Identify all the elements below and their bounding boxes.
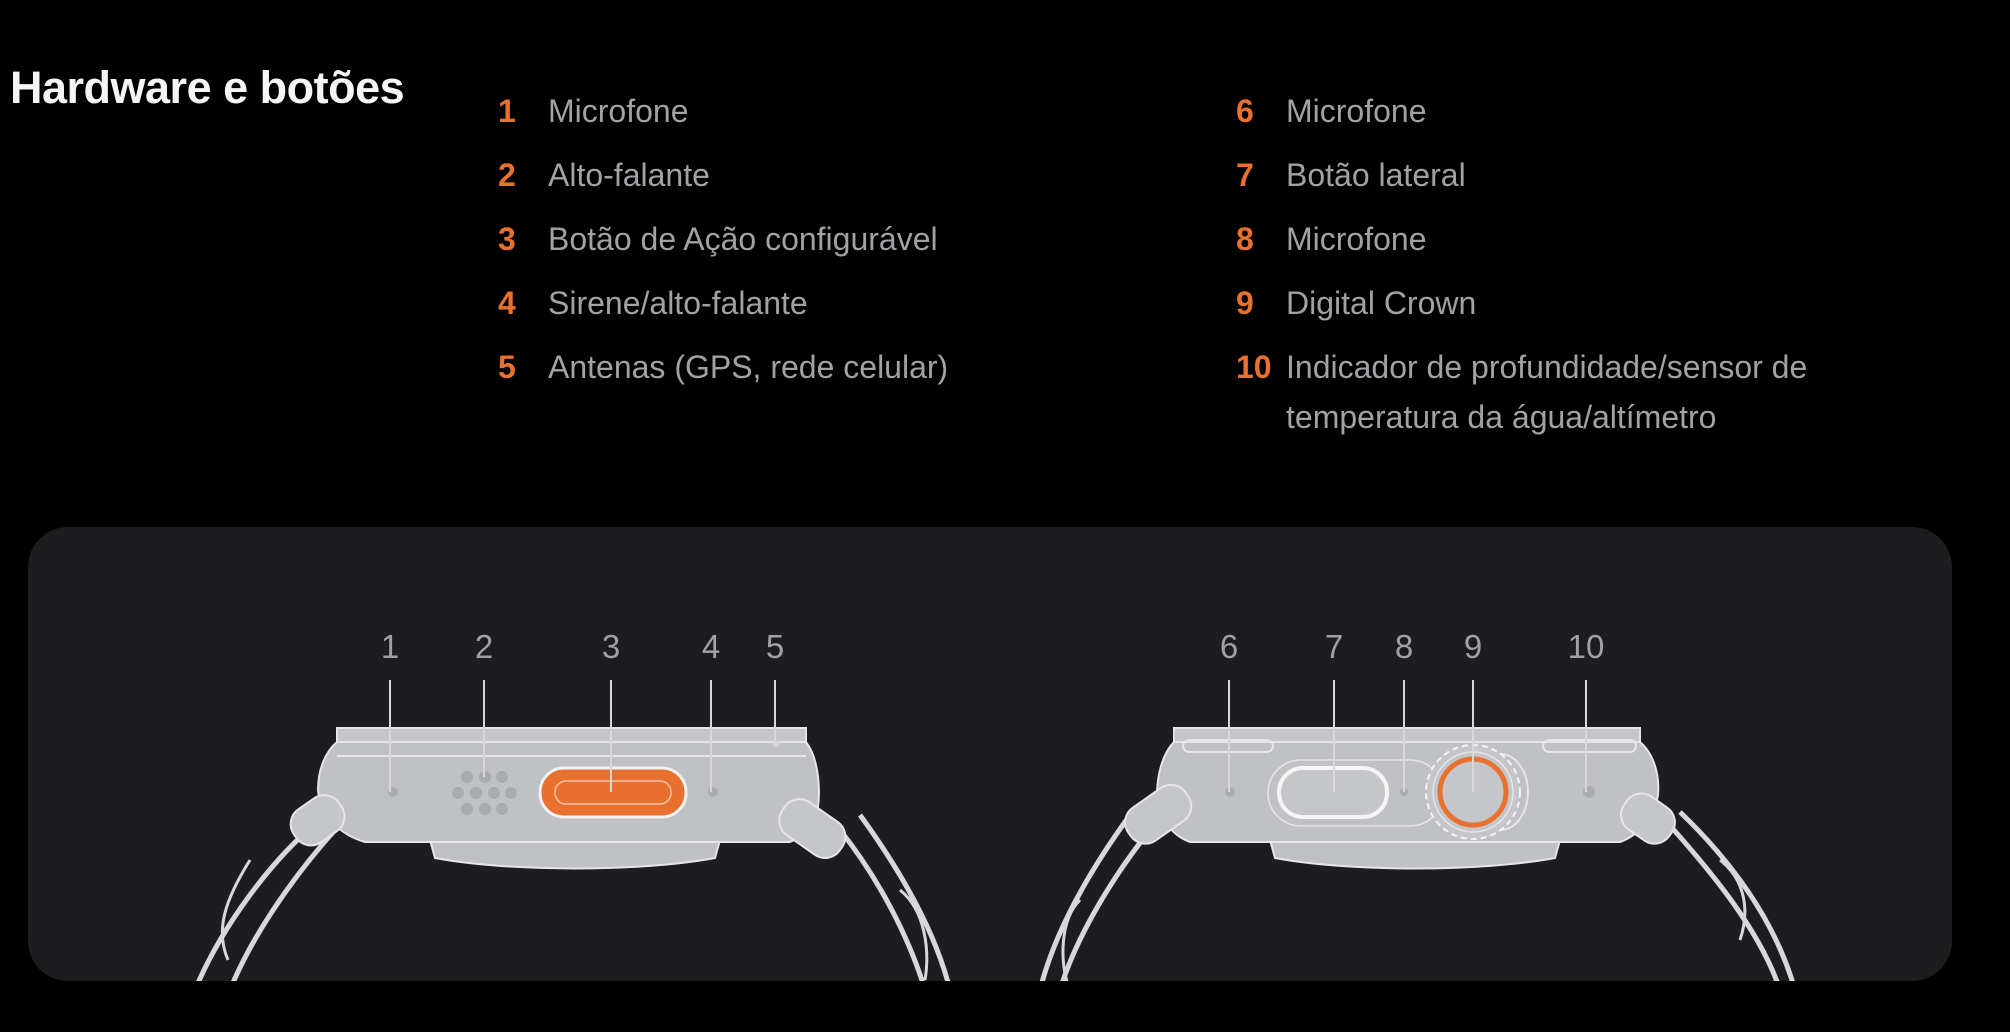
page-title: Hardware e botões [10, 62, 405, 113]
legend-number: 2 [498, 157, 516, 193]
legend-label: Microfone [1286, 93, 1427, 129]
legend-item: 2 Alto-falante [498, 150, 948, 200]
legend-number: 6 [1236, 93, 1254, 129]
watch-diagram: 1 2 3 4 5 6 7 8 9 10 [196, 628, 1795, 981]
legend-label: Botão de Ação configurável [548, 221, 938, 257]
legend-number: 8 [1236, 221, 1254, 257]
callout-7: 7 [1325, 628, 1343, 665]
legend-number: 10 [1236, 349, 1272, 385]
legend-label: Digital Crown [1286, 285, 1477, 321]
action-button [538, 766, 688, 819]
band-strands [196, 810, 1795, 981]
legend-label: Indicador de profundidade/sensor de temp… [1286, 349, 1808, 435]
legend-label: Antenas (GPS, rede celular) [548, 349, 949, 385]
legend-item: 10 Indicador de profundidade/sensor de te… [1236, 342, 1896, 442]
watch-right [1124, 727, 1676, 870]
legend-label: Microfone [1286, 221, 1427, 257]
diagram-panel: 1 2 3 4 5 6 7 8 9 10 [28, 527, 1952, 981]
callout-3: 3 [602, 628, 620, 665]
legend-item: 9 Digital Crown [1236, 278, 1896, 328]
legend-item: 8 Microfone [1236, 214, 1896, 264]
legend-label: Botão lateral [1286, 157, 1466, 193]
callout-5: 5 [766, 628, 784, 665]
callout-2: 2 [475, 628, 493, 665]
callout-10: 10 [1568, 628, 1605, 665]
legend-label: Sirene/alto-falante [548, 285, 808, 321]
legend-item: 1 Microfone [498, 86, 948, 136]
legend-number: 3 [498, 221, 516, 257]
callout-lines [389, 680, 1587, 792]
legend-number: 1 [498, 93, 516, 129]
legend-item: 4 Sirene/alto-falante [498, 278, 948, 328]
legend-item: 5 Antenas (GPS, rede celular) [498, 342, 948, 392]
watch-left [289, 727, 847, 870]
legend-item: 6 Microfone [1236, 86, 1896, 136]
legend-number: 4 [498, 285, 516, 321]
legend-left: 1 Microfone 2 Alto-falante 3 Botão de Ação … [498, 86, 948, 406]
legend-number: 7 [1236, 157, 1254, 193]
callout-6: 6 [1220, 628, 1238, 665]
legend-label: Microfone [548, 93, 689, 129]
legend-number: 9 [1236, 285, 1254, 321]
callout-8: 8 [1395, 628, 1413, 665]
legend-item: 3 Botão de Ação configurável [498, 214, 948, 264]
callout-9: 9 [1464, 628, 1482, 665]
callout-1: 1 [381, 628, 399, 665]
legend-item: 7 Botão lateral [1236, 150, 1896, 200]
legend-number: 5 [498, 349, 516, 385]
legend-label: Alto-falante [548, 157, 710, 193]
callout-4: 4 [702, 628, 720, 665]
